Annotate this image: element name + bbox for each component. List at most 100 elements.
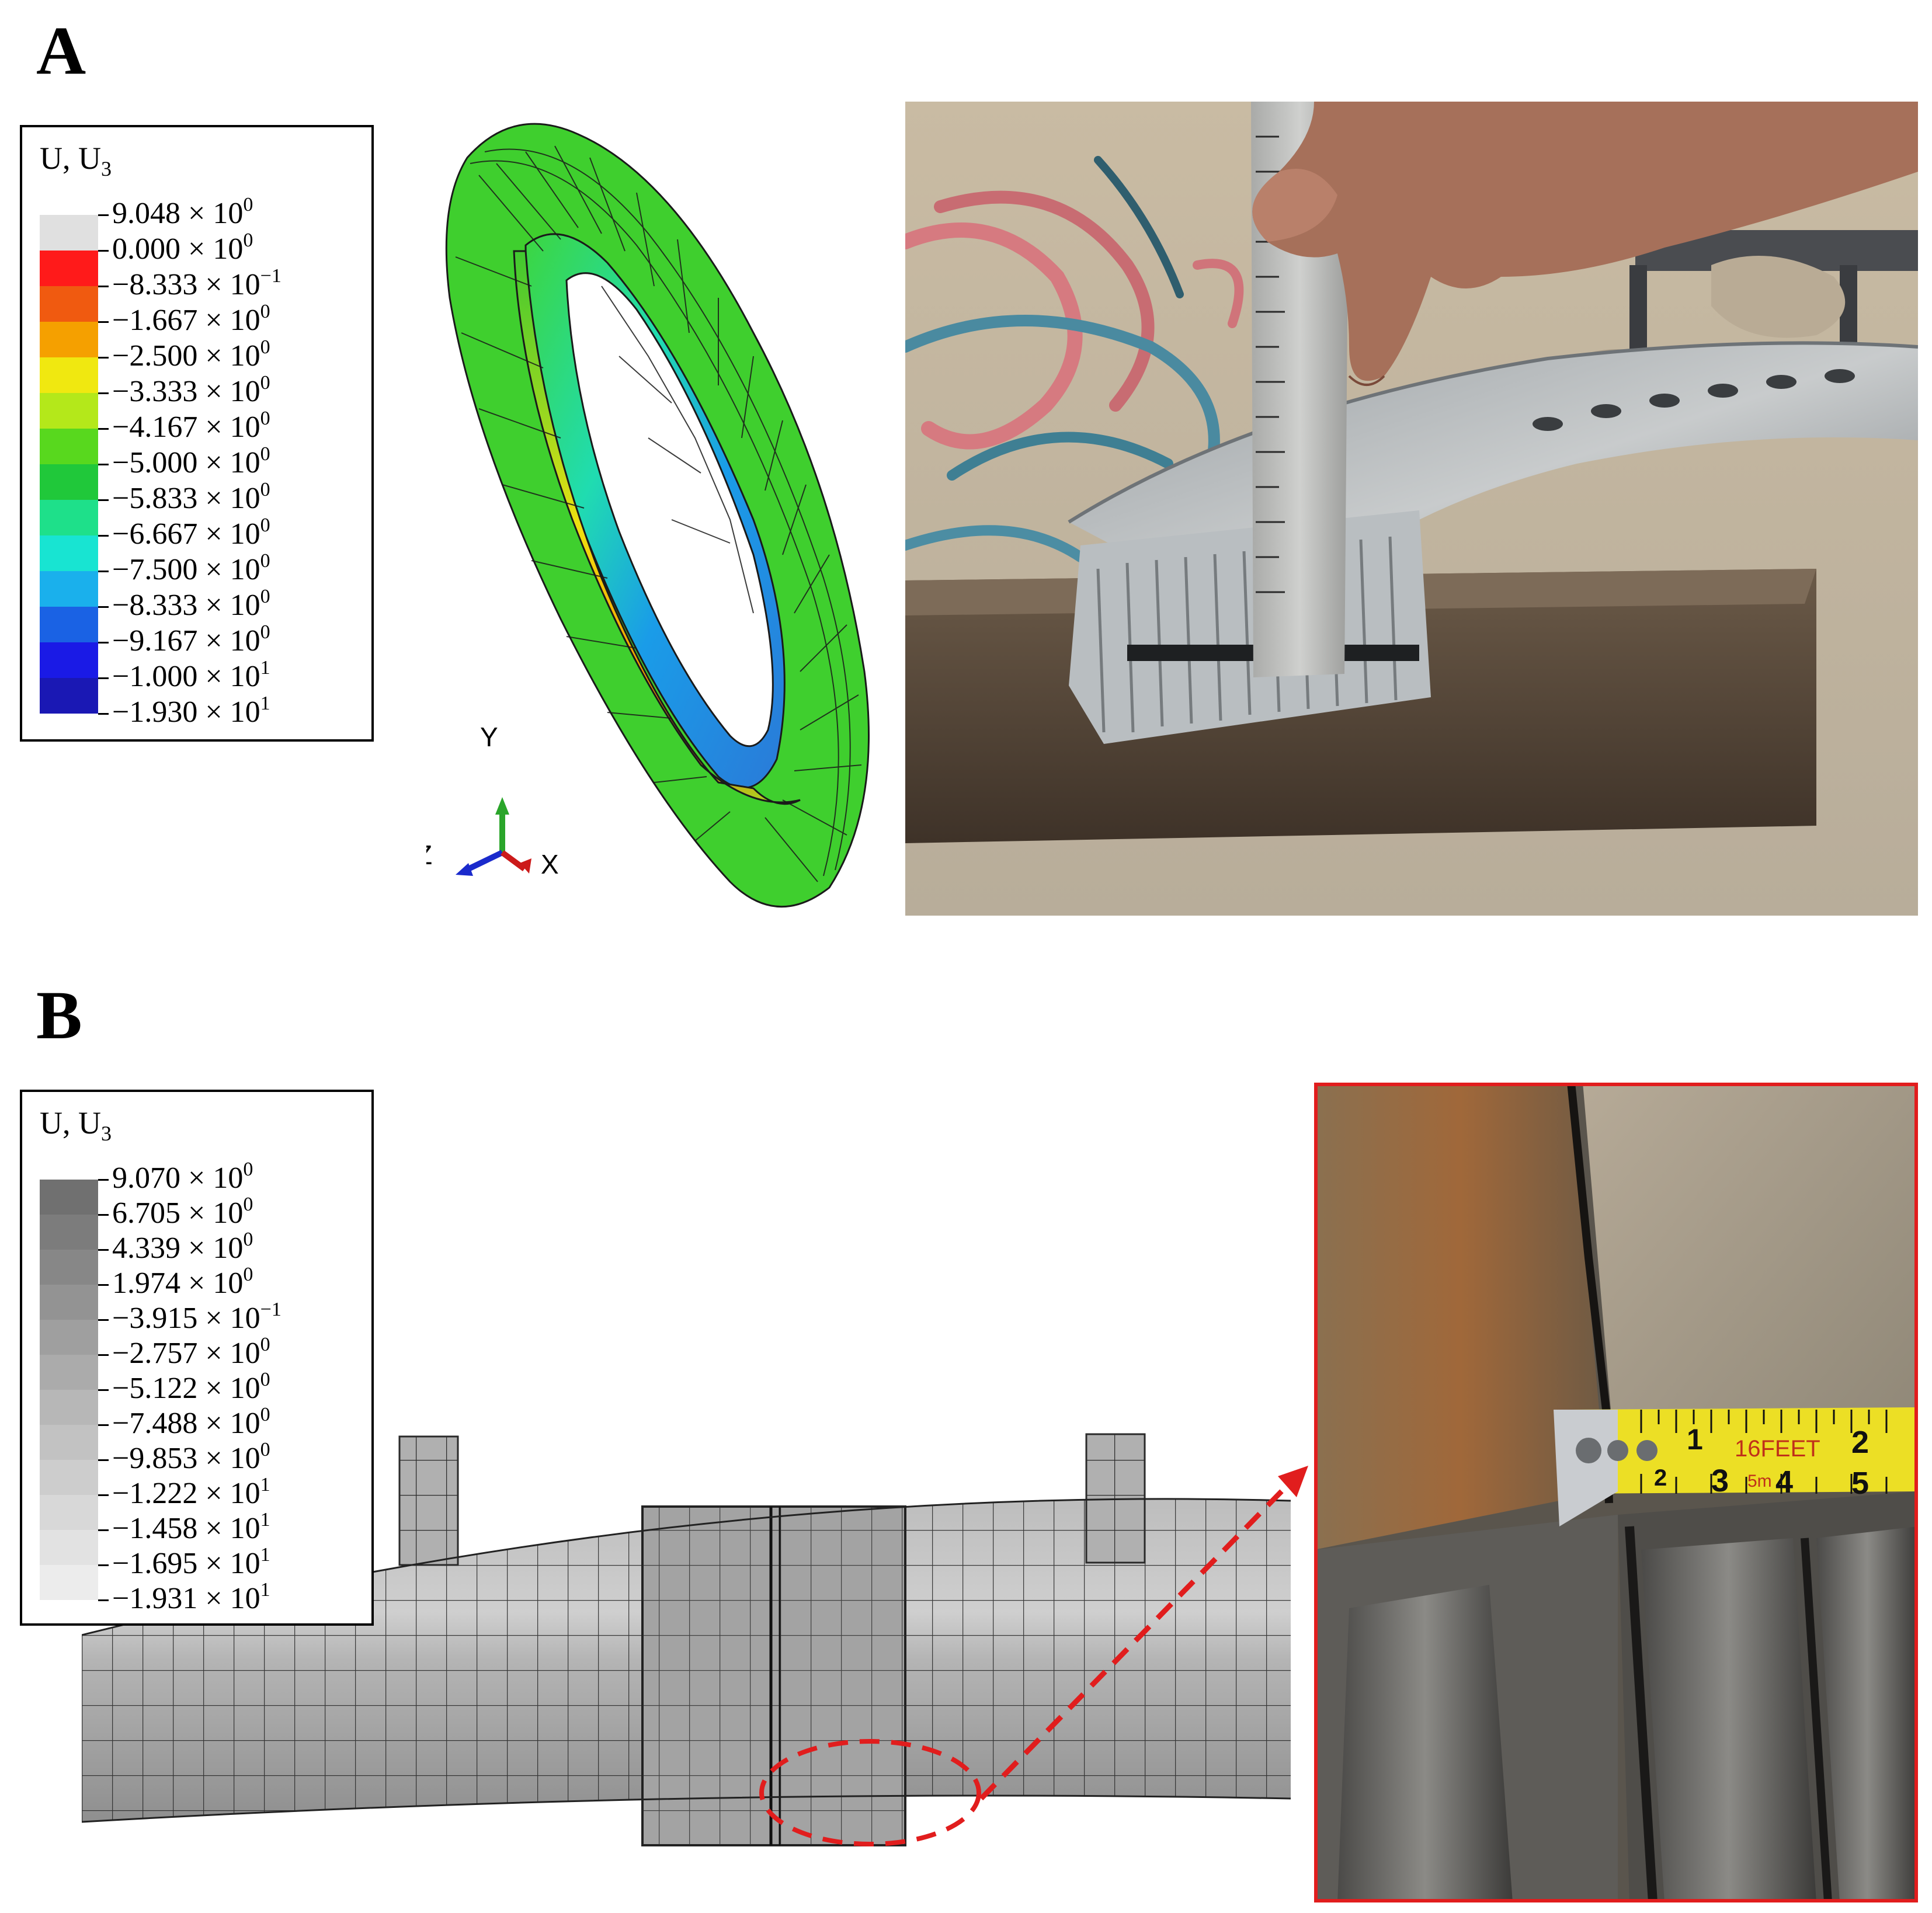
- legend-value: −8.333 × 10−1: [112, 265, 282, 301]
- legend-value: 6.705 × 100: [112, 1194, 253, 1230]
- legend-value: −7.488 × 100: [112, 1404, 270, 1440]
- tape-cm-3: 3: [1711, 1463, 1729, 1498]
- legend-value: −1.695 × 101: [112, 1544, 270, 1580]
- axis-z-label: Z: [426, 840, 432, 870]
- legend-tick: [98, 464, 109, 465]
- legend-tick: [98, 606, 109, 608]
- legend-swatch: [40, 1180, 98, 1215]
- legend-value: −1.931 × 101: [112, 1579, 270, 1615]
- legend-value: 9.048 × 100: [112, 194, 253, 230]
- legend-tick: [98, 214, 109, 216]
- legend-tick: [98, 1529, 109, 1531]
- legend-tick: [98, 1214, 109, 1216]
- legend-value: −1.930 × 101: [112, 693, 270, 729]
- legend-swatch: [40, 1215, 98, 1250]
- legend-value: −1.667 × 100: [112, 301, 270, 337]
- legend-tick: [98, 321, 109, 323]
- legend-swatch: [40, 500, 98, 535]
- tape-cm-5: 5: [1851, 1466, 1869, 1501]
- legend-tick: [98, 1424, 109, 1426]
- legend-tick: [98, 1354, 109, 1356]
- legend-value: −3.333 × 100: [112, 372, 270, 408]
- legend-value: −5.833 × 100: [112, 479, 270, 515]
- legend-tick: [98, 1599, 109, 1601]
- legend-value: −1.458 × 101: [112, 1509, 270, 1545]
- legend-swatch: [40, 1460, 98, 1495]
- legend-tick: [98, 357, 109, 359]
- legend-value: 9.070 × 100: [112, 1159, 253, 1195]
- legend-value: −7.500 × 100: [112, 550, 270, 586]
- legend-swatch: [40, 1530, 98, 1565]
- photo-ring-specimen: [905, 102, 1918, 916]
- legend-swatch: [40, 642, 98, 678]
- tape-cm-2: 2: [1654, 1465, 1667, 1491]
- tape-inch-2: 2: [1851, 1425, 1869, 1460]
- legend-value: −9.167 × 100: [112, 621, 270, 658]
- legend-swatch: [40, 215, 98, 251]
- legend-value: −1.222 × 101: [112, 1474, 270, 1510]
- legend-swatch: [40, 1285, 98, 1320]
- legend-swatch: [40, 322, 98, 357]
- legend-tick: [98, 286, 109, 287]
- legend-swatch: [40, 535, 98, 571]
- legend-swatch: [40, 571, 98, 607]
- legend-color-bar: [40, 1180, 98, 1600]
- legend-b-title: U, U3: [40, 1105, 112, 1145]
- legend-tick: [98, 1494, 109, 1496]
- legend-value: 4.339 × 100: [112, 1229, 253, 1265]
- legend-value: −2.500 × 100: [112, 336, 270, 373]
- legend-tick: [98, 1389, 109, 1391]
- legend-value: −9.853 × 100: [112, 1439, 270, 1475]
- legend-tick: [98, 1284, 109, 1286]
- axis-triad: Y Z X: [426, 722, 559, 879]
- legend-swatch: [40, 1250, 98, 1285]
- legend-tick: [98, 1459, 109, 1461]
- legend-tick: [98, 392, 109, 394]
- legend-swatch: [40, 251, 98, 286]
- tape-metric: 5m: [1747, 1472, 1772, 1491]
- panel-label-b: B: [36, 977, 82, 1053]
- fe-ring-model: Y Z X: [426, 123, 870, 908]
- legend-value: −6.667 × 100: [112, 514, 270, 551]
- legend-swatch: [40, 1425, 98, 1460]
- legend-tick: [98, 713, 109, 715]
- legend-swatch: [40, 678, 98, 714]
- legend-value: −8.333 × 100: [112, 586, 270, 622]
- legend-tick: [98, 428, 109, 430]
- legend-value: 0.000 × 100: [112, 229, 253, 266]
- legend-value: −2.757 × 100: [112, 1334, 270, 1370]
- legend-swatch: [40, 393, 98, 429]
- legend-swatch: [40, 429, 98, 464]
- legend-tick: [98, 1564, 109, 1566]
- tape-inch-1: 1: [1687, 1423, 1703, 1456]
- legend-swatch: [40, 286, 98, 322]
- legend-value: 1.974 × 100: [112, 1264, 253, 1300]
- photo-joint-tape-measure: 1 16FEET 2 2 3 5m 4 5: [1314, 1083, 1918, 1902]
- axis-y-label: Y: [480, 722, 498, 752]
- legend-tick: [98, 1319, 109, 1321]
- legend-swatch: [40, 1355, 98, 1390]
- legend-swatch: [40, 1565, 98, 1600]
- legend-value: −1.000 × 101: [112, 657, 270, 693]
- legend-value: −4.167 × 100: [112, 408, 270, 444]
- legend-tick: [98, 1249, 109, 1251]
- callout-arrow: [979, 1466, 1308, 1801]
- legend-tick: [98, 571, 109, 572]
- tape-cm-4: 4: [1775, 1465, 1793, 1500]
- tape-brand: 16FEET: [1735, 1436, 1820, 1462]
- axis-x-label: X: [541, 849, 559, 879]
- legend-swatch: [40, 1320, 98, 1355]
- legend-tick: [98, 499, 109, 501]
- legend-a-title: U, U3: [40, 141, 112, 180]
- legend-tick: [98, 250, 109, 252]
- legend-value: −5.122 × 100: [112, 1369, 270, 1405]
- legend-swatch: [40, 1495, 98, 1530]
- legend-tick: [98, 642, 109, 644]
- panel-label-a: A: [36, 12, 86, 89]
- legend-swatch: [40, 607, 98, 642]
- legend-swatch: [40, 357, 98, 393]
- legend-value: −3.915 × 10−1: [112, 1299, 282, 1335]
- legend-tick: [98, 677, 109, 679]
